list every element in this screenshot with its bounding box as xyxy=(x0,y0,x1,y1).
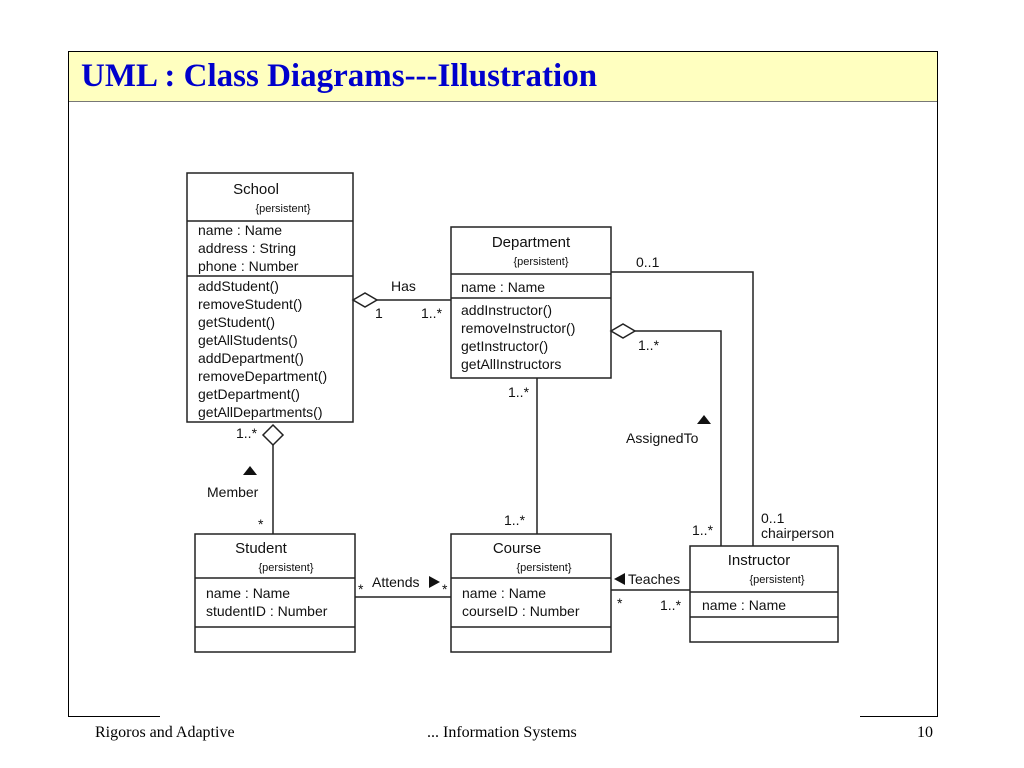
chair-instructor-multiplicity: 0..1 xyxy=(761,510,785,526)
footer-left-text: Rigoros and Adaptive xyxy=(95,724,235,741)
school-name: School xyxy=(233,181,279,198)
aggregation-diamond-icon xyxy=(609,323,637,339)
has-label: Has xyxy=(391,278,416,294)
class-course xyxy=(450,533,612,653)
attends-student-multiplicity: * xyxy=(358,581,364,597)
department-attribute: name : Name xyxy=(461,279,545,295)
slide-title: UML : Class Diagrams---Illustration xyxy=(81,58,598,94)
association-member xyxy=(261,423,285,534)
member-label: Member xyxy=(207,484,259,500)
association-assigned-to xyxy=(609,323,722,546)
class-school xyxy=(186,172,354,423)
has-department-multiplicity: 1..* xyxy=(421,305,443,321)
attends-direction-icon xyxy=(429,576,440,588)
school-operation: addDepartment() xyxy=(198,350,304,366)
school-operation: getAllStudents() xyxy=(198,332,298,348)
school-attribute: address : String xyxy=(198,240,296,256)
attends-course-multiplicity: * xyxy=(442,581,448,597)
assignedto-direction-icon xyxy=(697,415,711,424)
school-stereotype: {persistent} xyxy=(255,203,310,215)
association-has xyxy=(351,292,451,308)
school-attribute: phone : Number xyxy=(198,258,299,274)
school-operation: removeDepartment() xyxy=(198,368,327,384)
member-student-multiplicity: * xyxy=(258,516,264,532)
school-operation: getDepartment() xyxy=(198,386,300,402)
course-attribute: name : Name xyxy=(462,585,546,601)
class-student xyxy=(194,533,356,653)
department-course-dept-multiplicity: 1..* xyxy=(508,384,530,400)
assignedto-label: AssignedTo xyxy=(626,430,699,446)
department-operation: getAllInstructors xyxy=(461,356,561,372)
student-stereotype: {persistent} xyxy=(258,562,313,574)
chairperson-role: chairperson xyxy=(761,525,834,541)
attends-label: Attends xyxy=(372,574,419,590)
department-name: Department xyxy=(492,234,571,251)
course-stereotype: {persistent} xyxy=(516,562,571,574)
school-operation: getAllDepartments() xyxy=(198,404,323,420)
member-direction-icon xyxy=(243,466,257,475)
course-name: Course xyxy=(493,540,541,557)
instructor-name: Instructor xyxy=(728,552,791,569)
assignedto-department-multiplicity: 1..* xyxy=(638,337,660,353)
class-department xyxy=(450,226,612,379)
teaches-instructor-multiplicity: 1..* xyxy=(660,597,682,613)
teaches-direction-icon xyxy=(614,573,625,585)
school-operation: addStudent() xyxy=(198,278,279,294)
student-attribute: name : Name xyxy=(206,585,290,601)
department-operation: removeInstructor() xyxy=(461,320,575,336)
aggregation-diamond-icon xyxy=(261,423,285,447)
student-name: Student xyxy=(235,540,288,557)
title-bar: UML : Class Diagrams---Illustration xyxy=(69,52,937,102)
member-school-multiplicity: 1..* xyxy=(236,425,258,441)
department-operation: getInstructor() xyxy=(461,338,548,354)
instructor-stereotype: {persistent} xyxy=(749,574,804,586)
teaches-label: Teaches xyxy=(628,571,680,587)
class-instructor xyxy=(689,545,839,643)
instructor-attribute: name : Name xyxy=(702,597,786,613)
footer-center-text: ... Information Systems xyxy=(427,724,577,741)
footer-divider-gap xyxy=(160,708,860,722)
department-course-course-multiplicity: 1..* xyxy=(504,512,526,528)
school-attribute: name : Name xyxy=(198,222,282,238)
page-number: 10 xyxy=(917,724,933,741)
department-operation: addInstructor() xyxy=(461,302,552,318)
assignedto-instructor-multiplicity: 1..* xyxy=(692,522,714,538)
school-operation: getStudent() xyxy=(198,314,275,330)
association-chairperson xyxy=(611,271,754,546)
has-school-multiplicity: 1 xyxy=(375,305,383,321)
teaches-course-multiplicity: * xyxy=(617,595,623,611)
chair-department-multiplicity: 0..1 xyxy=(636,254,660,270)
student-attribute: studentID : Number xyxy=(206,603,328,619)
course-attribute: courseID : Number xyxy=(462,603,580,619)
aggregation-diamond-icon xyxy=(351,292,379,308)
school-operation: removeStudent() xyxy=(198,296,302,312)
department-stereotype: {persistent} xyxy=(513,256,568,268)
